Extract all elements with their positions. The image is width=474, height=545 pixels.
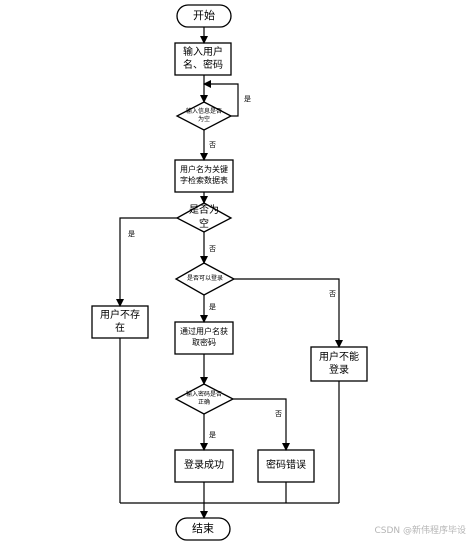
- edge-check-yes-loop: [203, 80, 239, 117]
- input-check-no-label: 否: [209, 141, 216, 149]
- watermark: CSDN @新伟程序毕设: [374, 526, 466, 536]
- password-correct-label: 输入密码是否 正确: [185, 390, 222, 406]
- login-yes-label: 是: [209, 303, 216, 311]
- input-process: [174, 42, 232, 76]
- check-empty-label: 输入信息是否 为空: [185, 107, 222, 123]
- get-password-label: 通过用户名获 取密码: [180, 327, 228, 347]
- password-error-process: [257, 449, 315, 483]
- edge-pwd-no: [233, 398, 290, 451]
- login-success-process: [174, 449, 234, 483]
- cannot-login-label: 用户不能 登录: [319, 351, 359, 377]
- search-db-label: 用户名为关键 字检索数据表: [180, 165, 228, 185]
- pwd-yes-label: 是: [209, 431, 216, 439]
- end-label: 结束: [192, 521, 214, 535]
- input-label: 输入用户 名、密码: [183, 46, 223, 72]
- empty-no-label: 否: [209, 245, 216, 253]
- can-login-label: 是否可以登录: [186, 274, 223, 282]
- input-check-yes-label: 是: [244, 95, 251, 103]
- cannot-login-process: [310, 346, 368, 382]
- is-empty-label: 是否为 空: [189, 205, 219, 230]
- edge-empty-yes: [116, 217, 177, 307]
- edge-login-no: [234, 278, 343, 348]
- empty-yes-label: 是: [128, 230, 135, 238]
- login-no-label: 否: [329, 290, 336, 298]
- pwd-no-label: 否: [275, 410, 282, 418]
- password-error-label: 密码错误: [266, 460, 306, 472]
- login-success-label: 登录成功: [184, 460, 224, 472]
- user-not-exist-label: 用户不存 在: [100, 309, 140, 335]
- start-label: 开始: [193, 8, 215, 22]
- get-password-process: [174, 321, 234, 355]
